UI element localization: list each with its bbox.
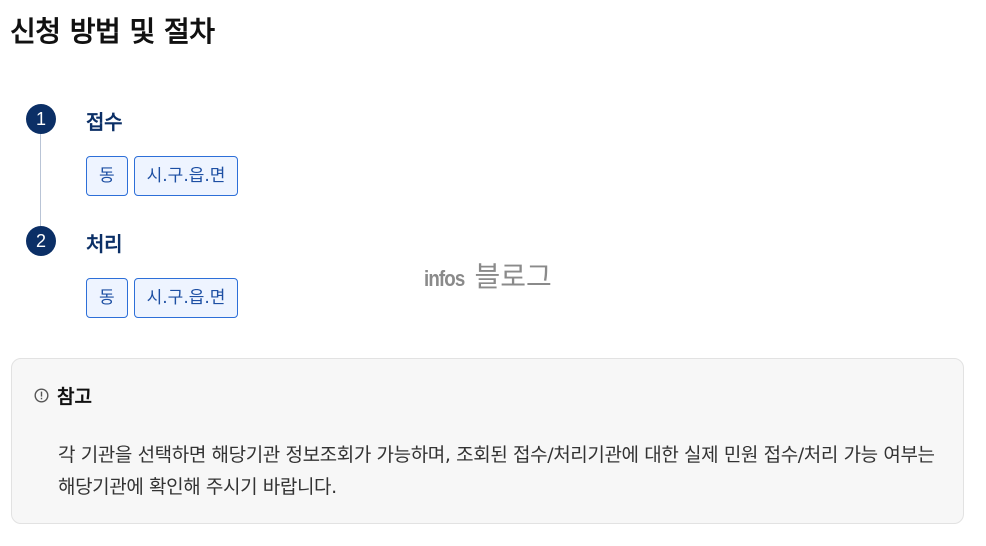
note-text: 각 기관을 선택하면 해당기관 정보조회가 가능하며, 조회된 접수/처리기관에…: [58, 444, 935, 498]
step-title: 접수: [86, 110, 123, 134]
watermark: infos 블로그: [424, 255, 552, 295]
agency-tag-dong[interactable]: 동: [86, 278, 128, 318]
procedure-steps: 1 접수 동 시.구.읍.면 2 처리 동 시.구.읍.면: [26, 104, 426, 324]
agency-tags: 동 시.구.읍.면: [86, 156, 239, 196]
info-icon: [34, 388, 49, 403]
watermark-brand: infos: [424, 266, 465, 291]
step-number-badge: 1: [26, 104, 56, 134]
note-header: 참고: [34, 382, 92, 409]
step-number-badge: 2: [26, 226, 56, 256]
agency-tag-dong[interactable]: 동: [86, 156, 128, 196]
page-title: 신청 방법 및 절차: [10, 15, 215, 48]
agency-tag-si-gu-eup-myeon[interactable]: 시.구.읍.면: [133, 278, 239, 318]
step-connector-line: [40, 128, 41, 240]
note-title: 참고: [57, 386, 92, 408]
agency-tags: 동 시.구.읍.면: [86, 278, 239, 318]
agency-tag-si-gu-eup-myeon[interactable]: 시.구.읍.면: [133, 156, 239, 196]
step-title: 처리: [86, 232, 123, 256]
watermark-text: 블로그: [474, 260, 552, 293]
note-box: 참고 각 기관을 선택하면 해당기관 정보조회가 가능하며, 조회된 접수/처리…: [11, 358, 964, 524]
